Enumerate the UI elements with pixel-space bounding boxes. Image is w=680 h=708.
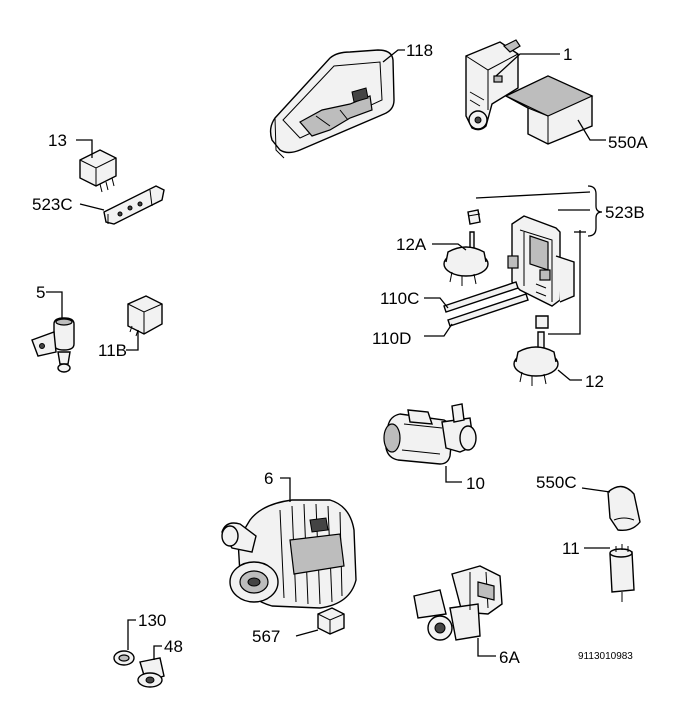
label-118: 118 [406,41,433,60]
leader-523b-top [475,191,591,199]
leader-10 [445,466,462,483]
label-1: 1 [563,45,572,64]
label-12a: 12A [396,235,427,254]
part-118-illustration [269,49,395,159]
label-6a: 6A [499,648,520,667]
label-11b: 11B [98,341,127,360]
part-48-plug-illustration [137,657,165,688]
label-550a: 550A [608,133,648,152]
part-12a-pressure-switch-illustration [443,209,489,286]
leader-12a [432,243,467,251]
label-523b: 523B [605,203,645,222]
part-130-ring-illustration [113,650,135,666]
label-5: 5 [36,283,45,302]
part-567-clip-illustration [317,607,345,635]
leader-12 [557,369,582,381]
leader-130 [127,619,136,650]
leader-6a [477,638,496,657]
leader-110c [424,297,449,309]
label-48: 48 [164,637,183,656]
label-12: 12 [585,372,604,391]
part-523c-bracket-illustration [103,185,165,225]
part-12-pressure-switch-illustration [513,315,559,386]
part-6-motor-illustration [221,499,357,609]
part-6a-pump-illustration [413,565,503,641]
brace-523b [587,185,603,237]
leader-567 [295,629,319,637]
leader-5 [46,291,63,318]
part-11-capacitor-illustration [609,544,635,602]
part-1-door-lock-illustration [465,39,521,131]
part-550a-illustration [504,75,594,145]
part-13-switch-illustration [79,149,117,193]
leader-118 [382,49,405,63]
part-11b-relay-illustration [127,295,163,337]
label-567: 567 [252,627,280,646]
diagram-reference-code: 9113010983 [578,651,633,662]
leader-12-vertical [548,230,581,335]
label-523c: 523C [32,195,73,214]
leader-1 [495,53,560,77]
label-110d: 110D [372,329,411,348]
leader-6 [280,477,291,502]
leader-110d [424,323,453,337]
part-10-pump-illustration [383,403,477,465]
leader-550c [581,487,611,493]
part-110-tubes-illustration [443,281,529,327]
label-6: 6 [264,469,273,488]
leader-11b [126,330,139,351]
label-11: 11 [562,539,580,558]
label-110c: 110C [380,289,419,308]
part-523b-bracket-assembly-illustration [507,215,575,307]
part-550c-cap-illustration [607,485,641,532]
label-13: 13 [48,131,67,150]
label-130: 130 [138,611,166,630]
leader-13 [76,139,93,158]
leader-48 [153,645,162,660]
leader-550a [577,119,606,141]
part-5-valve-illustration [31,317,75,373]
label-10: 10 [466,474,485,493]
leader-523c [79,203,105,211]
label-550c: 550C [536,473,577,492]
